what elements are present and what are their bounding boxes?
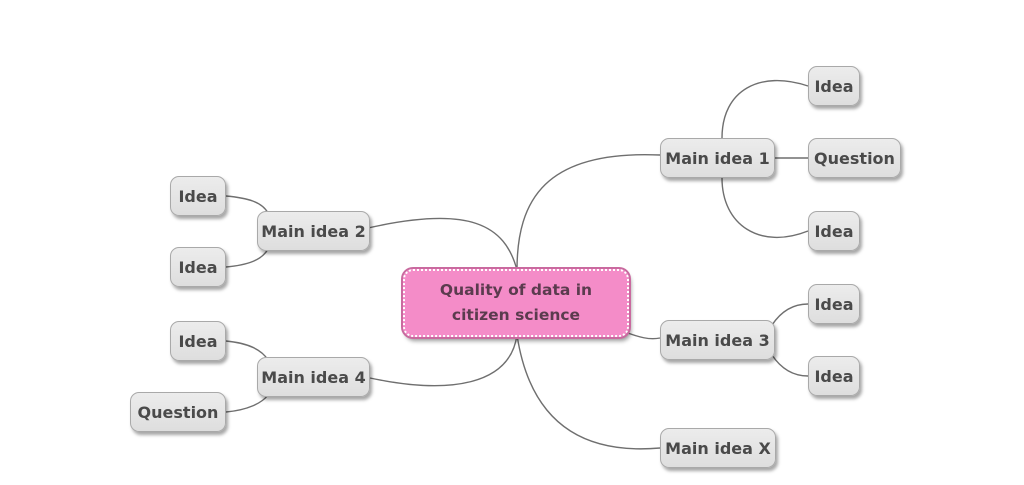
main-idea-x-node[interactable]: Main idea X xyxy=(660,428,776,468)
central-topic-line-1: Quality of data in xyxy=(439,281,593,299)
main-idea-2-node[interactable]: Main idea 2 xyxy=(257,211,370,251)
main-idea-2-idea-bottom[interactable]: Idea xyxy=(170,247,226,287)
main-idea-4-idea[interactable]: Idea xyxy=(170,321,226,361)
link-main3-idea-top xyxy=(771,303,809,326)
link-main1-idea-top xyxy=(721,79,809,139)
main-idea-2-idea-top[interactable]: Idea xyxy=(170,176,226,216)
link-center-main2 xyxy=(367,217,518,271)
main-idea-4-question[interactable]: Question xyxy=(130,392,226,432)
link-main3-idea-bottom xyxy=(771,354,809,377)
main-idea-3-idea-bottom[interactable]: Idea xyxy=(808,356,860,396)
main-idea-3-idea-top[interactable]: Idea xyxy=(808,284,860,324)
main-idea-3-node[interactable]: Main idea 3 xyxy=(660,320,775,360)
link-center-main4 xyxy=(369,334,518,387)
link-main1-idea-bottom xyxy=(721,177,809,239)
link-main4-question xyxy=(225,394,269,413)
link-center-main1 xyxy=(516,153,661,271)
main-idea-1-idea-bottom[interactable]: Idea xyxy=(808,211,860,251)
main-idea-1-question[interactable]: Question xyxy=(808,138,901,178)
main-idea-1-node[interactable]: Main idea 1 xyxy=(660,138,775,178)
link-main2-idea-bottom xyxy=(225,248,269,268)
main-idea-4-node[interactable]: Main idea 4 xyxy=(257,357,370,397)
link-main2-idea-top xyxy=(225,195,269,214)
central-topic-line-2: citizen science xyxy=(451,306,581,324)
central-topic[interactable]: Quality of data in citizen science xyxy=(401,267,631,339)
link-center-mainX xyxy=(516,334,661,450)
main-idea-1-idea-top[interactable]: Idea xyxy=(808,66,860,106)
